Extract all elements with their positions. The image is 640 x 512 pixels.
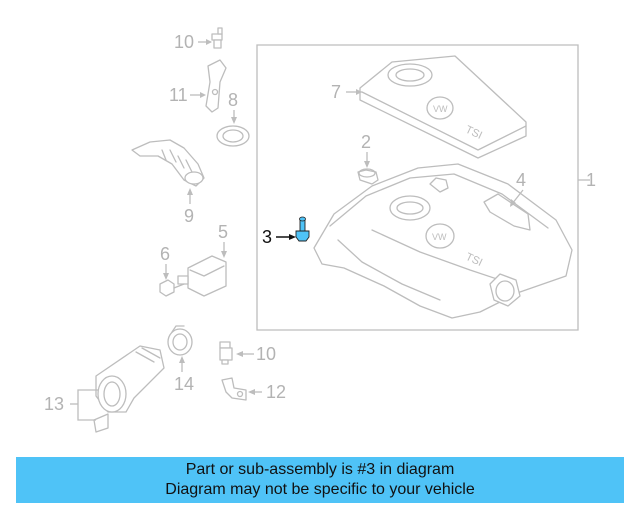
callout-10-lower[interactable]: 10 bbox=[256, 344, 276, 364]
cover-plate-part-7[interactable]: VW TSI bbox=[359, 55, 527, 159]
svg-text:VW: VW bbox=[433, 104, 448, 114]
callout-12[interactable]: 12 bbox=[266, 382, 286, 402]
intake-duct-part-13[interactable] bbox=[93, 345, 165, 433]
sensor-part-10-lower[interactable] bbox=[219, 341, 233, 365]
callout-2[interactable]: 2 bbox=[361, 132, 371, 152]
bolt-part-3-highlighted[interactable] bbox=[295, 216, 310, 242]
callout-5[interactable]: 5 bbox=[218, 222, 228, 242]
seal-ring-part-8[interactable] bbox=[216, 125, 250, 147]
engine-cover-part-1[interactable]: VW TSI bbox=[313, 163, 573, 319]
callout-4[interactable]: 4 bbox=[516, 170, 526, 190]
callout-10-top[interactable]: 10 bbox=[174, 32, 194, 52]
callout-13[interactable]: 13 bbox=[44, 394, 64, 414]
callout-14[interactable]: 14 bbox=[174, 374, 194, 394]
screw-part-6[interactable] bbox=[159, 279, 185, 297]
callout-1[interactable]: 1 bbox=[586, 170, 596, 190]
bracket-part-12[interactable] bbox=[221, 377, 247, 401]
hose-part-9[interactable] bbox=[131, 139, 205, 187]
svg-text:VW: VW bbox=[432, 232, 447, 242]
callout-9[interactable]: 9 bbox=[184, 206, 194, 226]
insert-part-4[interactable] bbox=[483, 193, 531, 231]
callout-8[interactable]: 8 bbox=[228, 90, 238, 110]
callout-6[interactable]: 6 bbox=[160, 244, 170, 264]
callout-3[interactable]: 3 bbox=[262, 227, 272, 247]
bracket-part-11[interactable] bbox=[205, 59, 227, 113]
engine-cover-assembly-frame bbox=[256, 44, 590, 331]
valve-part-5[interactable] bbox=[177, 255, 227, 297]
info-banner: Part or sub-assembly is #3 in diagram Di… bbox=[16, 457, 624, 503]
banner-line-2: Diagram may not be specific to your vehi… bbox=[165, 481, 475, 498]
callout-7[interactable]: 7 bbox=[331, 82, 341, 102]
callout-11[interactable]: 11 bbox=[169, 85, 188, 105]
grommet-part-2[interactable] bbox=[357, 168, 379, 185]
banner-line-1: Part or sub-assembly is #3 in diagram bbox=[185, 461, 455, 478]
sensor-part-10-top[interactable] bbox=[211, 27, 223, 49]
clamp-part-14[interactable] bbox=[167, 325, 193, 356]
